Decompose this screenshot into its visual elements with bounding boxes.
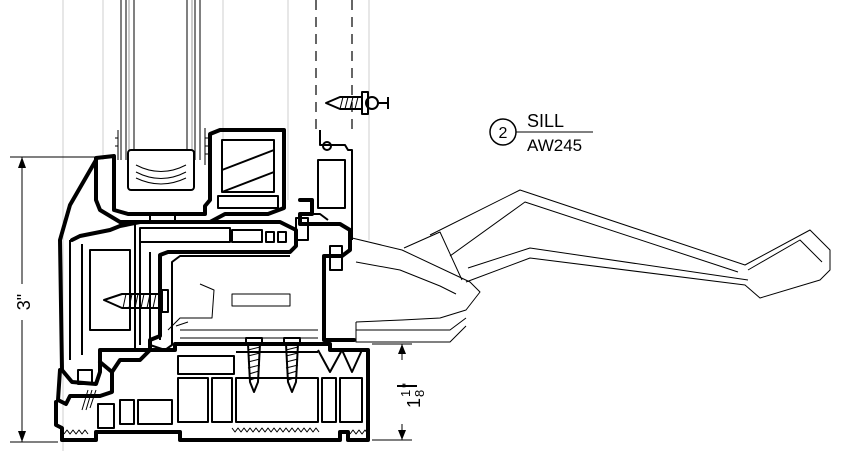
offset-dimension [372, 343, 417, 441]
height-dimension-label: 3" [14, 294, 34, 310]
glass-unit [115, 0, 208, 191]
vertical-screw-2 [283, 337, 301, 393]
detail-callout: 2 SILL AW245 [489, 111, 593, 155]
offset-whole: 1 [404, 398, 424, 408]
frame-profile [54, 158, 370, 442]
offset-unit: " [399, 383, 415, 388]
screws [103, 91, 389, 393]
height-dimension [10, 156, 98, 443]
vertical-screw-1 [245, 337, 263, 393]
detail-reference: AW245 [527, 136, 582, 155]
lever-handle [429, 189, 831, 299]
exterior-nosing [351, 231, 481, 343]
detail-name: SILL [527, 111, 564, 131]
horizontal-screw-left [103, 289, 169, 313]
exterior-trim [295, 0, 356, 342]
offset-numerator: 1 [398, 390, 413, 397]
offset-dimension-label: 1 1 8 " [398, 383, 427, 408]
wall-screw-top [325, 91, 389, 115]
sash-profile [94, 128, 286, 224]
detail-number: 2 [499, 125, 508, 142]
offset-denominator: 8 [412, 390, 427, 397]
reinforcement [149, 252, 318, 351]
